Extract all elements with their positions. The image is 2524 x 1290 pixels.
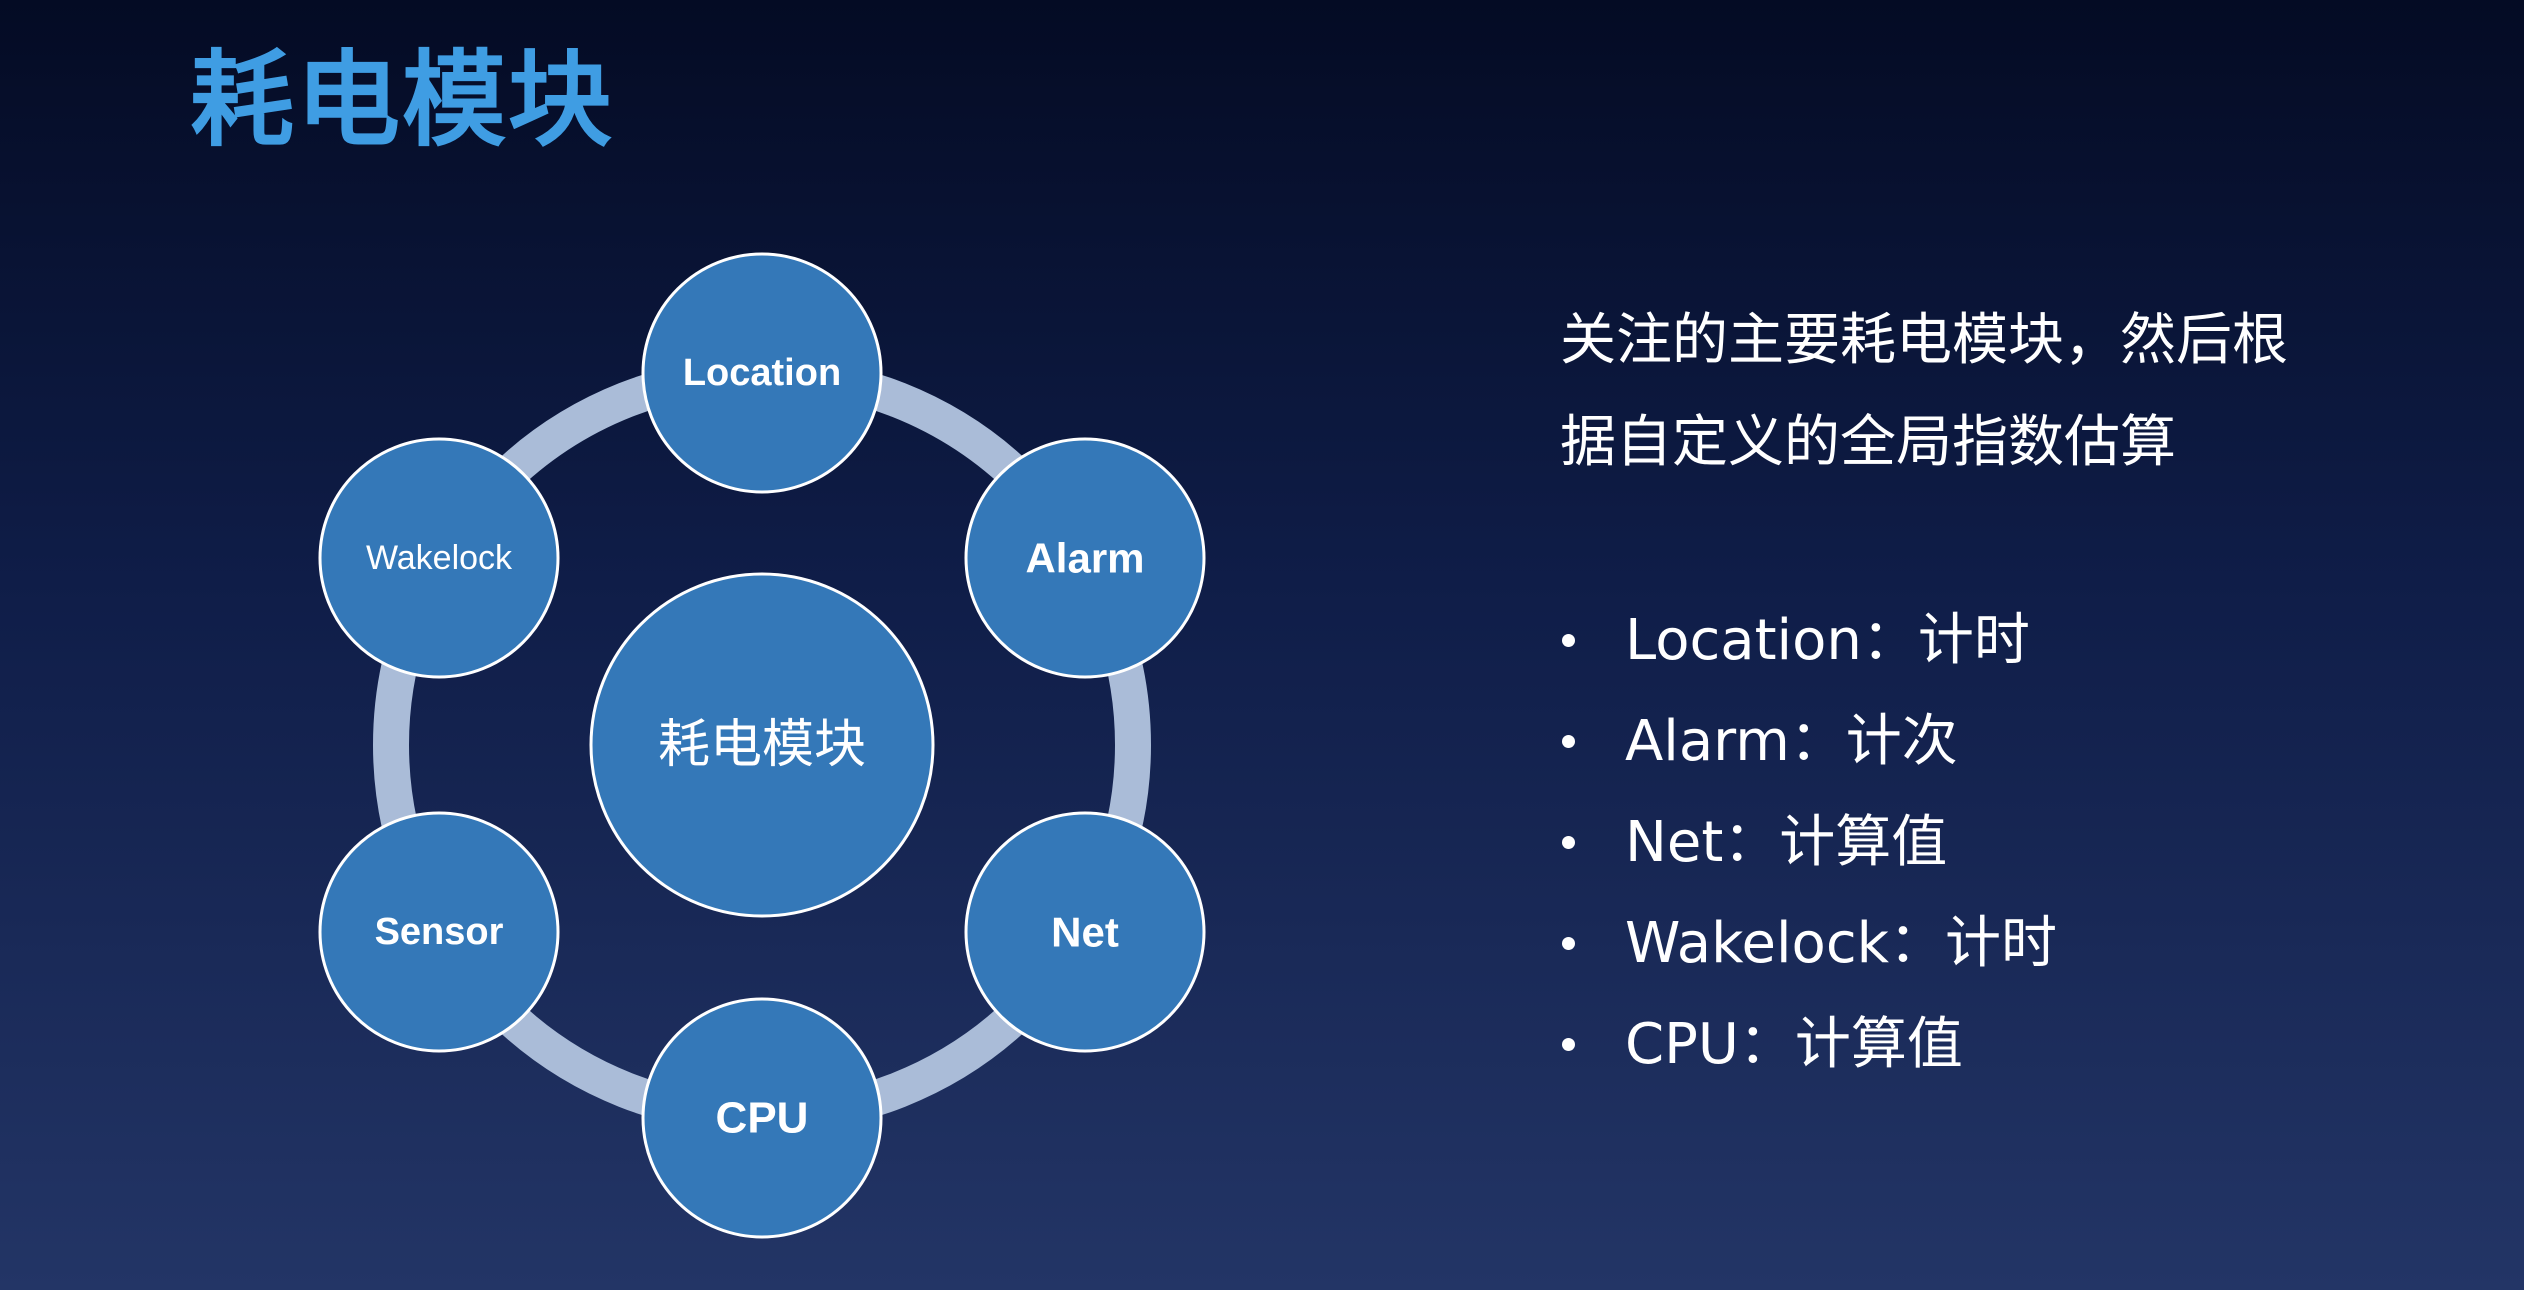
description-line-1: 关注的主要耗电模块，然后根 [1560,308,2288,373]
list-item: CPU：计算值 [1560,994,2057,1095]
page-title: 耗电模块 [190,39,615,161]
list-item-text: Location：计时 [1625,608,2030,673]
bullet-dot-icon [1562,1038,1575,1051]
bullet-list: Location：计时 Alarm：计次 Net：计算值 Wakelock：计时… [1560,590,2057,1095]
list-item: Net：计算值 [1560,792,2057,893]
description-line-2: 据自定义的全局指数估算 [1560,410,2176,475]
center-node-label: 耗电模块 [658,715,866,775]
node-alarm: Alarm [964,437,1206,679]
node-wakelock-label: Wakelock [366,539,513,577]
node-wakelock: Wakelock [318,437,560,679]
list-item: Wakelock：计时 [1560,893,2057,994]
node-cpu-label: CPU [716,1094,809,1143]
node-location: Location [641,252,883,494]
bullet-dot-icon [1562,937,1575,950]
bullet-dot-icon [1562,735,1575,748]
list-item: Alarm：计次 [1560,691,2057,792]
node-alarm-label: Alarm [1025,535,1144,582]
list-item-text: Wakelock：计时 [1625,911,2058,976]
node-cpu: CPU [641,997,883,1239]
node-sensor-label: Sensor [375,911,504,953]
bullet-dot-icon [1562,634,1575,647]
cycle-diagram: 耗电模块 Location Alarm Net CPU Sensor Wakel… [318,252,1206,1239]
node-net: Net [964,811,1206,1053]
node-sensor: Sensor [318,811,560,1053]
node-net-label: Net [1051,909,1119,956]
center-node: 耗电模块 [589,572,935,918]
list-item: Location：计时 [1560,590,2057,691]
description: 关注的主要耗电模块，然后根 据自定义的全局指数估算 [1560,290,2380,494]
list-item-text: Alarm：计次 [1625,709,1958,774]
list-item-text: Net：计算值 [1625,810,1948,875]
bullet-dot-icon [1562,836,1575,849]
list-item-text: CPU：计算值 [1625,1012,1963,1077]
node-location-label: Location [683,352,841,394]
